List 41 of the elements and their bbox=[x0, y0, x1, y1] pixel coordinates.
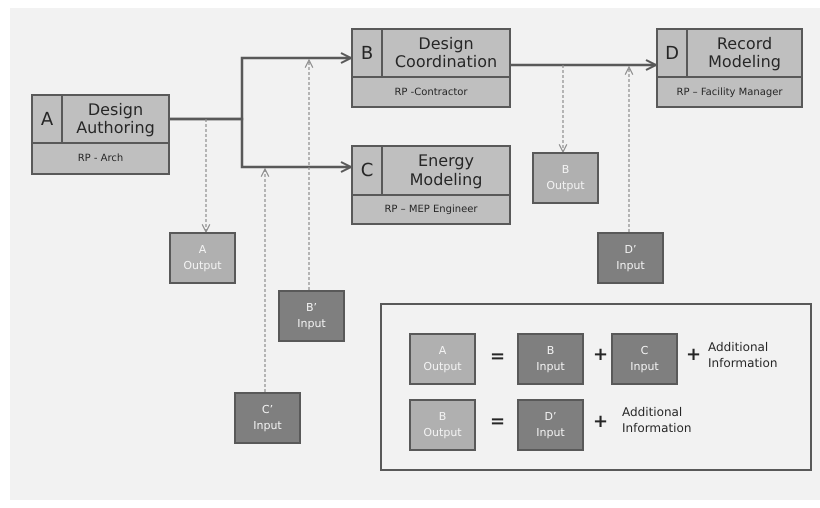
process-box bbox=[656, 28, 803, 108]
arrow bbox=[170, 118, 352, 173]
input-box: C Input bbox=[611, 333, 678, 385]
output-box: B Output bbox=[532, 152, 599, 204]
note-text: Additional Information bbox=[708, 340, 778, 372]
responsible-party: RP – MEP Engineer bbox=[383, 203, 479, 217]
process-box bbox=[351, 145, 511, 225]
process-letter: C bbox=[353, 147, 383, 196]
note-text: Additional Information bbox=[622, 405, 692, 436]
dashed-arrow bbox=[558, 65, 568, 153]
input-box: C’ Input bbox=[234, 392, 301, 444]
process-title: Design Coordination bbox=[394, 34, 498, 72]
responsible-party: RP -Contractor bbox=[393, 86, 468, 100]
operator-sign: + bbox=[593, 411, 608, 432]
input-box: B’ Input bbox=[278, 290, 345, 342]
responsible-party: RP – Facility Manager bbox=[676, 86, 784, 100]
process-title: Design Authoring bbox=[76, 100, 155, 138]
responsible-party: RP - Arch bbox=[76, 152, 124, 166]
operator-sign: = bbox=[490, 346, 506, 367]
process-letter: B bbox=[353, 30, 383, 78]
output-box: A Output bbox=[169, 232, 236, 284]
operator-sign: + bbox=[686, 344, 702, 365]
process-title: Record Modeling bbox=[708, 34, 781, 72]
legend-frame bbox=[380, 303, 812, 471]
dashed-arrow bbox=[624, 66, 634, 232]
operator-sign: + bbox=[593, 344, 608, 365]
dashed-arrow bbox=[260, 168, 270, 392]
dashed-arrow bbox=[304, 59, 314, 290]
arrow bbox=[511, 59, 657, 71]
input-box: D’ Input bbox=[597, 232, 664, 284]
output-box: A Output bbox=[409, 333, 476, 385]
operator-sign: = bbox=[490, 411, 506, 432]
input-box: B Input bbox=[517, 333, 584, 385]
process-title: Energy Modeling bbox=[410, 152, 482, 189]
process-letter: D bbox=[658, 30, 688, 78]
output-box: B Output bbox=[409, 399, 476, 451]
input-box: D’ Input bbox=[517, 399, 584, 451]
process-box bbox=[31, 94, 170, 175]
process-box bbox=[351, 28, 511, 108]
process-letter: A bbox=[33, 96, 63, 144]
dashed-arrow bbox=[202, 119, 210, 233]
